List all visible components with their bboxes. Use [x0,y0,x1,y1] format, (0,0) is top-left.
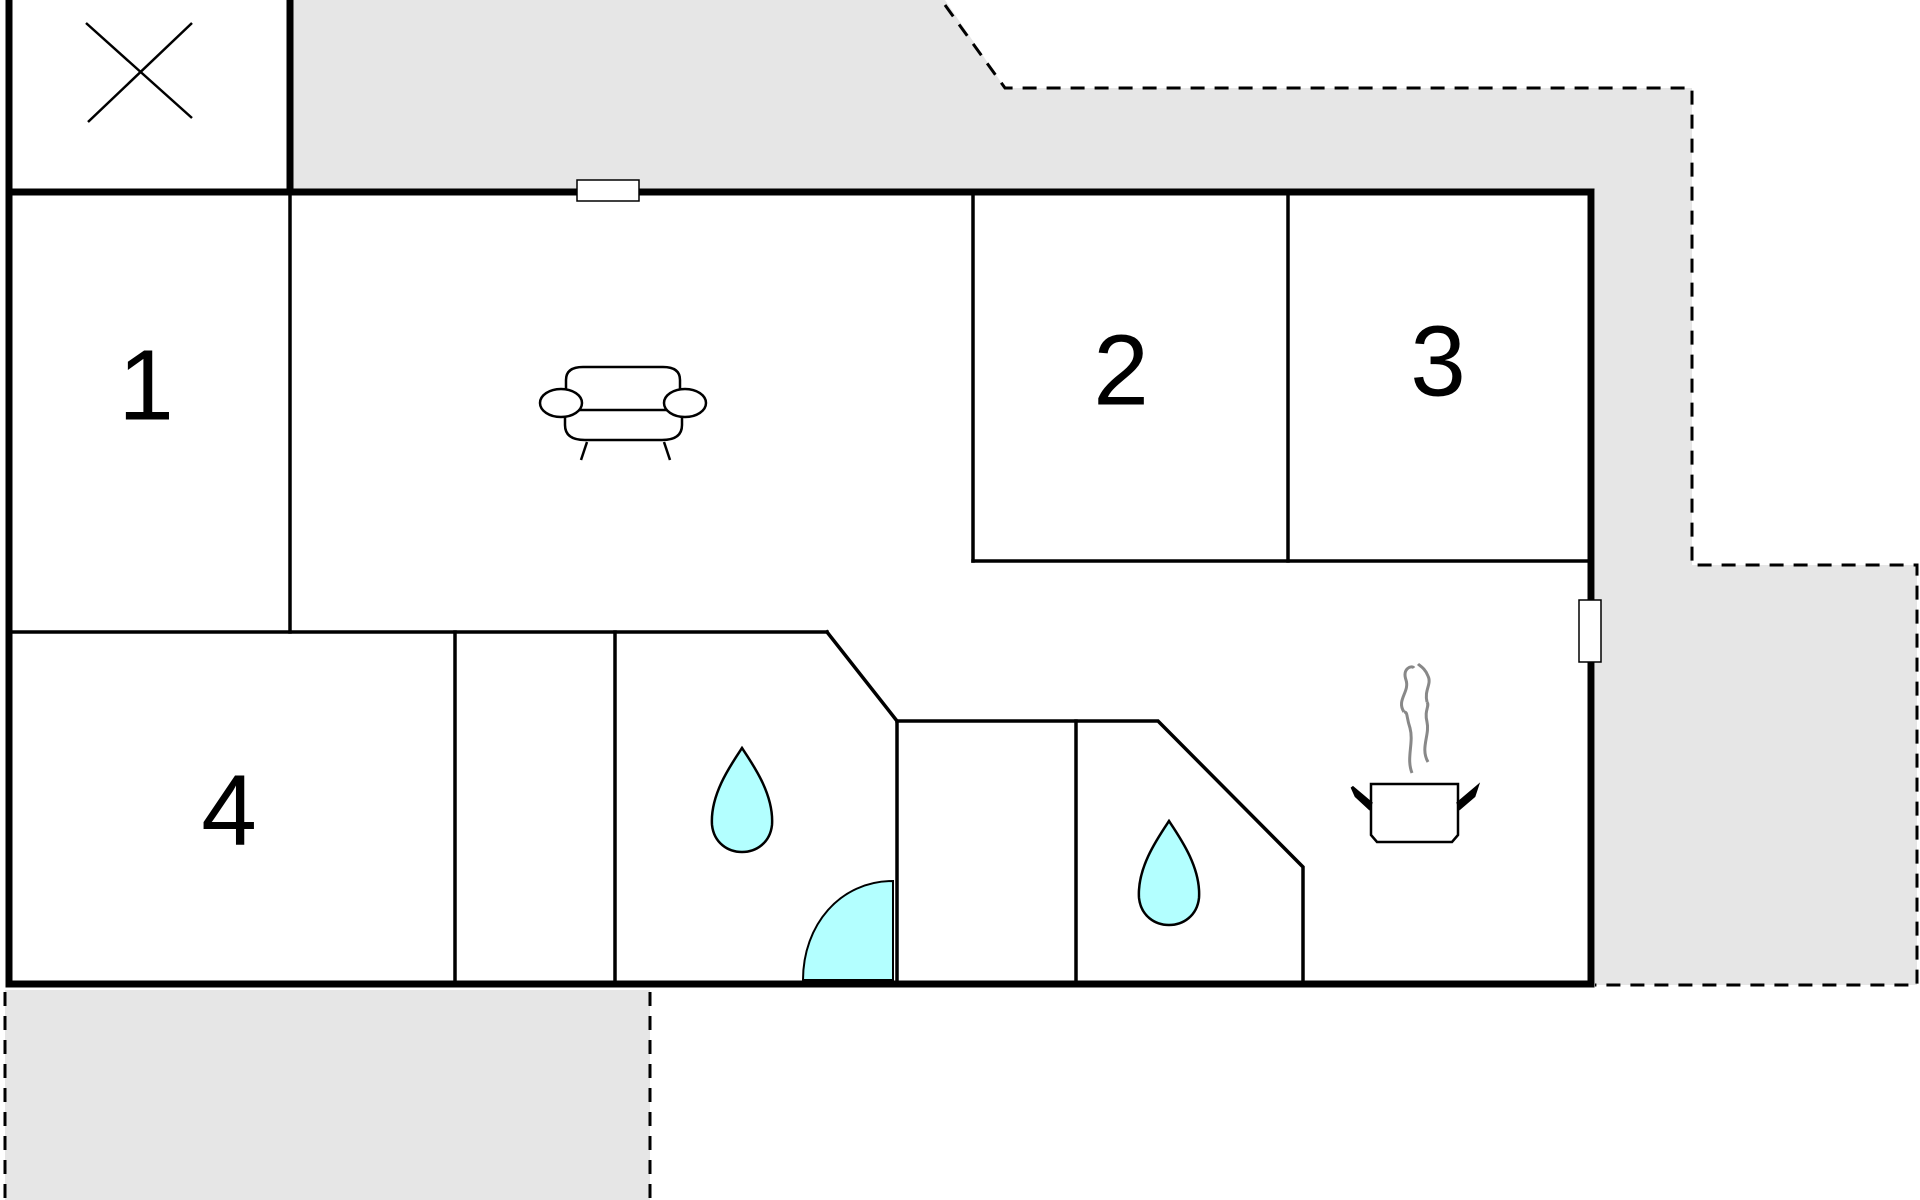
window-top [576,179,640,202]
cross-icon [85,22,193,123]
room-label-1: 1 [118,329,174,441]
property-boundaries [3,4,1919,1200]
wall [895,719,1305,986]
cooking-pot-icon [1350,662,1481,844]
door-swing-arc [801,879,894,981]
water-drop-icon [1137,818,1201,927]
interior-walls [7,190,1593,986]
room-label-2: 2 [1093,314,1149,426]
windows [576,179,1602,663]
room-labels: 1 2 3 4 [118,305,1466,866]
terrace-top [290,0,1917,985]
room-label-4: 4 [201,754,257,866]
sofa-icon [538,365,708,461]
exterior-walls [5,0,1595,988]
water-drop-icon [710,745,774,854]
terrace-bottom-left [5,990,650,1200]
room-label-3: 3 [1410,305,1466,417]
terraces [5,0,1917,1200]
exterior-wall [5,188,1595,988]
window-right [1578,599,1602,663]
boundary-top [943,4,1919,987]
